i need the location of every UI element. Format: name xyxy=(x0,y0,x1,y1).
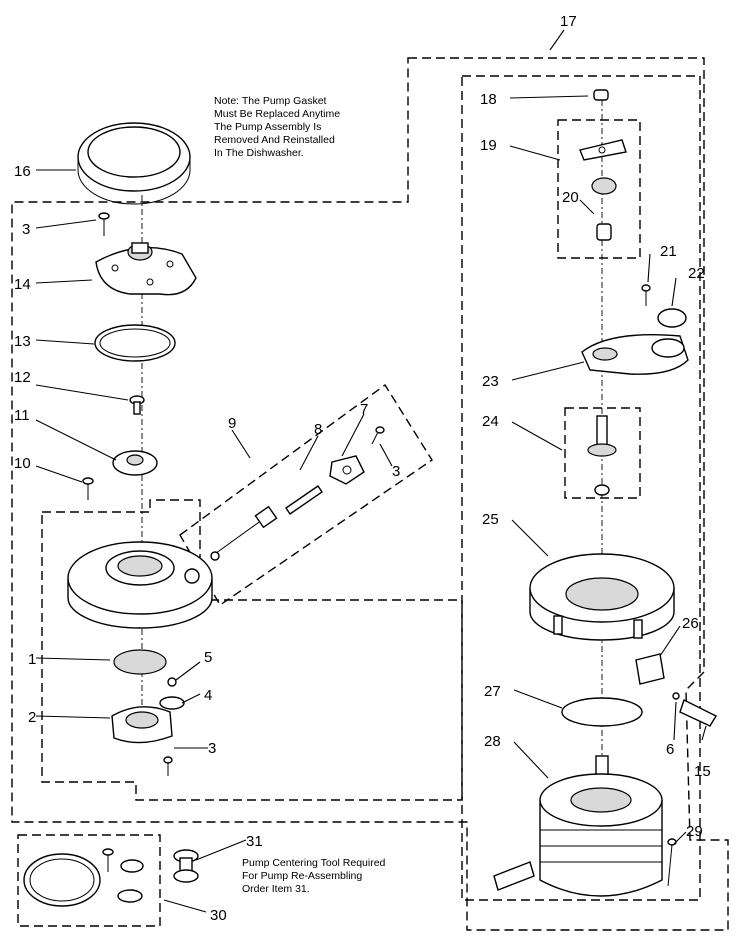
callout-28: 28 xyxy=(484,733,501,750)
part-2-lower-housing xyxy=(111,706,173,744)
part-20-coupler xyxy=(591,177,617,241)
part-29-bolt xyxy=(667,838,677,887)
callout-27: 27 xyxy=(484,683,501,700)
callout-30: 30 xyxy=(210,907,227,924)
callout-19: 19 xyxy=(480,137,497,154)
motor-group-boundary xyxy=(461,75,701,901)
part-11-impeller xyxy=(112,450,158,476)
part-28-motor xyxy=(493,755,663,897)
callout-5: 5 xyxy=(204,649,212,666)
callout-3-group-9: 3 xyxy=(392,463,400,480)
svg-text:Order Item 31.: Order Item 31. xyxy=(242,883,310,895)
part-4-seal xyxy=(159,696,185,710)
callout-15: 15 xyxy=(694,763,711,780)
svg-text:In The Dishwasher.: In The Dishwasher. xyxy=(214,147,304,159)
part-22-ring xyxy=(657,308,687,328)
part-13-o-ring xyxy=(94,324,176,362)
part-23-mounting-plate xyxy=(581,334,689,375)
leader-lines xyxy=(35,29,707,913)
part-8-valve-assembly xyxy=(210,485,323,561)
callout-4: 4 xyxy=(204,687,212,704)
callout-16: 16 xyxy=(14,163,31,180)
callout-25: 25 xyxy=(482,511,499,528)
callout-23: 23 xyxy=(482,373,499,390)
part-30-kit-seal-upper xyxy=(120,859,144,873)
svg-text:Note: The Pump Gasket: Note: The Pump Gasket xyxy=(214,95,327,107)
group-24-boundary xyxy=(564,407,641,499)
group-9-boundary xyxy=(179,383,433,607)
part-6-connector xyxy=(672,692,680,700)
part-30-kit-seal-lower xyxy=(117,889,143,903)
part-21-screw xyxy=(641,284,651,306)
callout-29: 29 xyxy=(686,823,703,840)
assembly-17-boundary xyxy=(11,57,729,931)
callout-13: 13 xyxy=(14,333,31,350)
part-31-centering-tool xyxy=(173,849,199,883)
svg-text:Must Be Replaced Anytime: Must Be Replaced Anytime xyxy=(214,108,340,120)
centering-tool-note: Pump Centering Tool Required For Pump Re… xyxy=(242,857,386,895)
part-10-screw xyxy=(82,477,94,500)
part-12-impeller-bolt xyxy=(129,395,145,415)
callout-24: 24 xyxy=(482,413,499,430)
callout-20: 20 xyxy=(562,189,579,206)
pump-gasket-note: Note: The Pump Gasket Must Be Replaced A… xyxy=(214,95,340,159)
part-30-kit-bolt xyxy=(102,848,114,872)
part-18-cap xyxy=(593,89,609,101)
part-1-filter xyxy=(113,649,167,675)
callout-12: 12 xyxy=(14,369,31,386)
part-14-pump-cover xyxy=(95,242,197,296)
svg-text:Pump Centering Tool Required: Pump Centering Tool Required xyxy=(242,857,386,869)
callout-3-bottom: 3 xyxy=(208,740,216,757)
pump-housing xyxy=(67,541,213,629)
part-24-shaft-assembly xyxy=(587,415,617,496)
callout-8: 8 xyxy=(314,421,322,438)
screw-3-bottom xyxy=(163,756,173,776)
screw-3-top xyxy=(98,212,110,236)
callout-17: 17 xyxy=(560,13,577,30)
part-5-ball xyxy=(167,677,177,687)
part-7-valve-cap xyxy=(329,455,365,485)
callout-7: 7 xyxy=(360,401,368,418)
callout-11: 11 xyxy=(14,407,30,424)
svg-text:The Pump Assembly Is: The Pump Assembly Is xyxy=(214,121,321,133)
callout-10: 10 xyxy=(14,455,31,472)
callout-14: 14 xyxy=(14,276,31,293)
callout-31: 31 xyxy=(246,833,263,850)
svg-text:Removed And Reinstalled: Removed And Reinstalled xyxy=(214,134,335,146)
part-30-kit-ring xyxy=(23,853,101,907)
callout-21: 21 xyxy=(660,243,677,260)
callout-3-top: 3 xyxy=(22,221,30,238)
svg-text:For Pump Re-Assembling: For Pump Re-Assembling xyxy=(242,870,362,882)
part-25-motor-mount xyxy=(529,553,675,641)
callout-9: 9 xyxy=(228,415,236,432)
callout-1: 1 xyxy=(28,651,36,668)
callout-22: 22 xyxy=(688,265,705,282)
screw-3-group-9 xyxy=(371,426,385,445)
callout-18: 18 xyxy=(480,91,497,108)
callout-2: 2 xyxy=(28,709,36,726)
pump-housing-group-boundary xyxy=(41,499,463,801)
group-30-boundary xyxy=(17,834,161,927)
part-26-clip xyxy=(635,653,665,685)
part-15-sensor xyxy=(679,699,717,727)
callout-6: 6 xyxy=(666,741,674,758)
part-19-bracket xyxy=(579,139,627,161)
part-27-disk xyxy=(561,697,643,727)
callout-26: 26 xyxy=(682,615,699,632)
part-16-pump-gasket xyxy=(77,122,191,205)
